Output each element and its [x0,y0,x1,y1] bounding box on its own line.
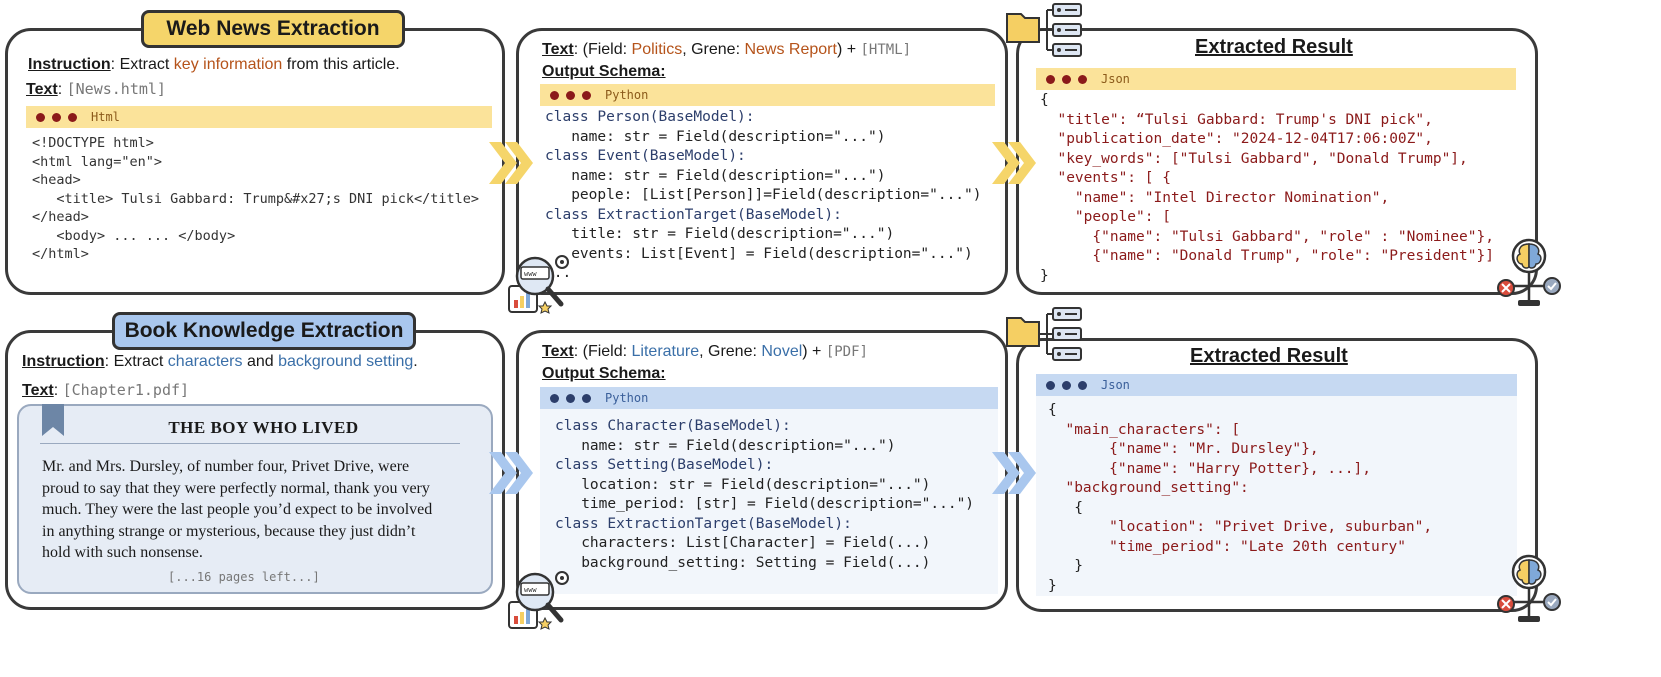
json-code-line: {"name": "Donald Trump", "role": "Presid… [1040,248,1494,264]
schema-code-line: characters: List[Character] = Field(...) [555,535,931,551]
svg-text:www: www [524,586,537,594]
schema-code-line: time_period: [str] = Field(description="… [555,496,975,512]
book-title-badge: Book Knowledge Extraction [112,312,416,350]
json-code-line: "time_period": "Late 20th century" [1048,538,1406,555]
json-code-line: "background_setting": [1048,480,1249,496]
web-analysis-icon: www [508,571,569,630]
folder-database-icon [1006,307,1082,361]
json-code-line: "key_words": ["Tulsi Gabbard", "Donald T… [1040,150,1468,167]
schema-code-line: name: str = Field(description="...") [545,128,886,145]
json-code-line: "publication_date": "2024-12-04T17:06:00… [1040,131,1433,147]
schema-code-line: class ExtractionTarget(BaseModel): [555,515,852,532]
json-code-line: {"name": "Mr. Dursley"}, [1048,441,1319,457]
book-page [17,404,493,594]
json-code-line: } [1048,558,1083,574]
schema-code-line: location: str = Field(description="...") [555,476,931,493]
schema-code-line: class ExtractionTarget(BaseModel): [545,206,842,223]
news-instruction: Instruction: Extract key information fro… [28,56,400,73]
json-code-line: { [1040,92,1049,108]
web-analysis-icon: www [508,255,569,314]
schema-code-line: class Character(BaseModel): [555,418,791,434]
book-instruction: Instruction: Extract characters and back… [22,353,418,370]
folder-database-icon [1006,3,1082,57]
news-badge-label: Web News Extraction [166,17,380,40]
book-result-title: Extracted Result [1190,345,1348,367]
book-text-line: much. They were the last people you’d ex… [42,501,433,518]
book-output-schema-label: Output Schema: [542,365,666,382]
book-text-line: hold with such nonsense. [42,544,203,561]
news-schema-panel [516,28,1008,295]
book-text-line: proud to say that they were perfectly no… [42,479,430,497]
book-result-code: { "main_characters": [ {"name": "Mr. Dur… [1048,401,1432,596]
book-badge-label: Book Knowledge Extraction [124,319,404,342]
book-chapter-title: THE BOY WHO LIVED [168,418,359,437]
html-code-line: <html lang="en"> [32,153,163,170]
html-code-line: <body> ... ... </body> [32,227,236,244]
json-code-bar-bottom: Json [1036,374,1517,396]
book-text-line: in anything strange or mysterious, becau… [42,522,416,540]
json-code-line: {"name": "Tulsi Gabbard", "role" : "Nomi… [1040,228,1494,245]
schema-code-line: class Event(BaseModel): [545,148,746,164]
chevron-right-icon [992,452,1036,494]
schema-code-line: title: str = Field(description="...") [545,226,895,242]
news-schema-code: class Person(BaseModel): name: str = Fie… [545,108,982,284]
json-code-line: {"name": "Harry Potter}, ...], [1048,460,1372,477]
book-schema-code: class Character(BaseModel): name: str = … [555,417,974,573]
schema-code-line: events: List[Event] = Field(description=… [545,245,973,262]
book-schema-code-bg [540,409,998,594]
schema-code-line: background_setting: Setting = Field(...) [555,554,931,571]
chevron-right-icon [992,142,1036,184]
json-code-line: { [1048,402,1057,418]
news-result-title: Extracted Result [1195,36,1353,58]
html-code-line: </html> [32,246,89,262]
schema-code-line: name: str = Field(description="...") [555,437,896,454]
json-code-line: "title": “Tulsi Gabbard: Trump's DNI pic… [1040,111,1433,128]
schema-code-line: ... [545,265,572,281]
schema-code-line: class Person(BaseModel): [545,109,755,125]
book-body-text: Mr. and Mrs. Dursley, of number four, Pr… [42,456,432,564]
json-code-line: "location": "Privet Drive, suburban", [1048,519,1433,535]
chevron-right-icon [489,142,533,184]
news-result-code: { "title": “Tulsi Gabbard: Trump's DNI p… [1040,91,1494,286]
brain-evaluation-icon [1497,238,1561,306]
json-code-bar-top: Json [1036,68,1516,90]
news-output-schema-label: Output Schema: [542,63,666,80]
json-code-line: "main_characters": [ [1048,421,1241,438]
schema-code-line: name: str = Field(description="...") [545,167,886,184]
book-schema-text: Text: (Field: Literature, Grene: Novel) … [542,343,868,360]
json-code-line: "name": "Intel Director Nomination", [1040,189,1390,206]
brain-evaluation-icon [1497,554,1561,622]
book-text-source: Text: [Chapter1.pdf] [22,381,190,399]
html-code-line: <head> [32,172,81,188]
python-code-bar-top: Python [540,84,995,106]
html-code-line: <!DOCTYPE html> [32,135,154,151]
chevron-right-icon [489,452,533,494]
news-input-panel [5,28,505,295]
html-code-line: </head> [32,209,89,225]
book-text-line: Mr. and Mrs. Dursley, of number four, Pr… [42,458,410,475]
news-title-badge: Web News Extraction [141,10,405,48]
json-code-line: } [1040,267,1049,284]
schema-code-line: people: [List[Person]]=Field(description… [545,187,982,203]
svg-text:www: www [524,270,537,278]
schema-code-line: class Setting(BaseModel): [555,457,774,473]
html-code-line: <title> Tulsi Gabbard: Trump&#x27;s DNI … [32,190,480,207]
bookmark-icon [42,404,64,441]
book-title-rule [40,443,460,444]
html-code-block: <!DOCTYPE html> <html lang="en"> <head> <t… [32,134,479,264]
html-code-bar: Html [26,106,492,128]
json-code-line: { [1048,499,1083,516]
book-pages-left: [...16 pages left...] [168,570,320,584]
python-code-bar-bottom: Python [540,387,998,409]
json-code-line: "people": [ [1040,209,1171,225]
book-result-code-bg [1036,396,1517,596]
json-code-line: "events": [ { [1040,170,1171,186]
news-text-source: Text: [News.html] [26,80,166,98]
json-code-line: } [1048,577,1057,594]
news-schema-text: Text: (Field: Politics, Grene: News Repo… [542,41,912,58]
